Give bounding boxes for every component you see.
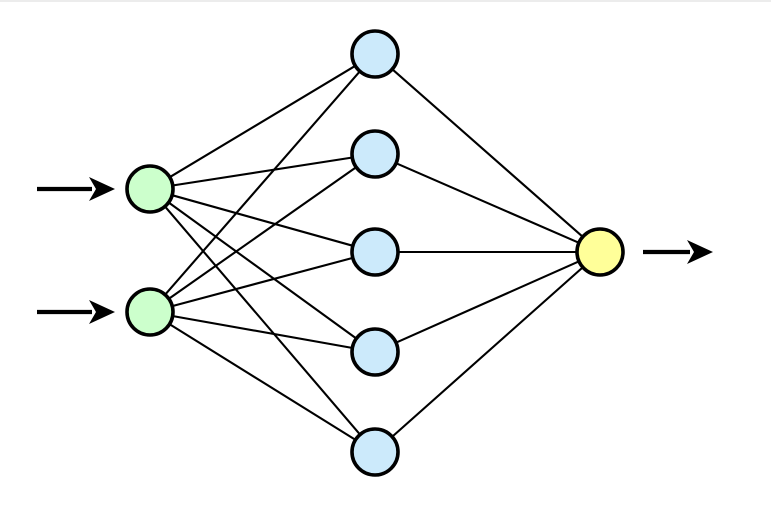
edge-h4-o1 [394, 259, 581, 345]
output-arrow-head [687, 240, 713, 264]
node-i1[interactable] [125, 164, 175, 214]
edge-h5-o1 [390, 265, 585, 439]
node-h5[interactable] [350, 427, 400, 477]
edge-h2-o1 [394, 161, 581, 245]
edge-i2-h1 [163, 69, 362, 297]
edge-i1-h1 [167, 64, 358, 179]
input-arrow-top-icon [37, 177, 115, 201]
input-arrow-bottom-head [89, 300, 115, 324]
node-i2[interactable] [125, 287, 175, 337]
input-arrow-bottom-icon [37, 300, 115, 324]
edge-i1-h4 [166, 200, 359, 341]
edge-i1-h5 [163, 204, 362, 437]
input-arrow-top-head [89, 177, 115, 201]
edge-i2-h3 [170, 256, 355, 308]
io-arrows-group [37, 177, 713, 324]
node-h1[interactable] [350, 29, 400, 79]
nodes-group [125, 29, 625, 477]
node-h3[interactable] [350, 227, 400, 277]
node-h2[interactable] [350, 129, 400, 179]
node-h4[interactable] [350, 327, 400, 377]
output-arrow-icon [643, 240, 713, 264]
edge-i2-h5 [167, 322, 358, 442]
edge-i2-h2 [166, 165, 359, 301]
edge-i1-h2 [170, 156, 355, 187]
node-o1[interactable] [575, 227, 625, 277]
edges-group [163, 64, 585, 442]
edge-i2-h4 [170, 314, 355, 350]
edge-h1-o1 [390, 67, 585, 239]
edge-i1-h3 [170, 193, 355, 248]
